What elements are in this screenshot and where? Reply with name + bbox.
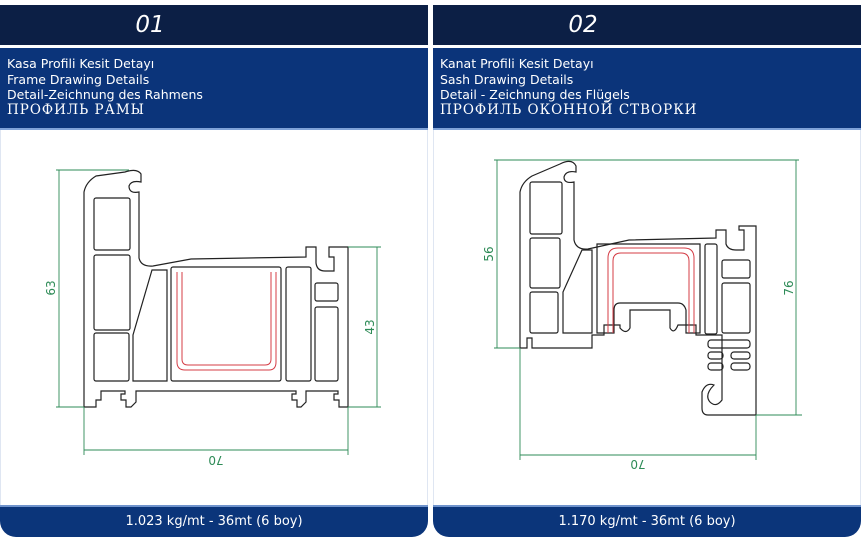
dimension-width: 70: [630, 457, 645, 471]
panel-number: 01: [135, 12, 165, 38]
title-en: Frame Drawing Details: [7, 71, 150, 87]
dimension-height: 56: [482, 246, 496, 261]
title-de: Detail - Zeichnung des Flügels: [440, 87, 630, 102]
number-bar: [0, 5, 428, 45]
title-en: Sash Drawing Details: [440, 71, 574, 87]
title-tr: Kasa Profili Kesit Detayı: [7, 56, 155, 71]
title-ru: ПРОФИЛЬ ОКОННОЙ СТВОРКИ: [440, 101, 698, 118]
frame-drawing: 63 43 70: [0, 130, 428, 505]
dimension-total-height: 76: [782, 280, 796, 295]
title-ru: ПРОФИЛЬ РАМЫ: [7, 101, 145, 118]
title-de: Detail-Zeichnung des Rahmens: [7, 87, 203, 102]
weight-footer: 1.170 kg/mt - 36mt (6 boy): [433, 505, 861, 537]
frame-profile-drawing: 63 43 70: [44, 169, 381, 467]
frame-profile-panel: 01 Kasa Profili Kesit Detayı Frame Drawi…: [0, 0, 428, 540]
dimension-inner-height: 43: [363, 319, 377, 334]
dimension-width: 70: [208, 453, 223, 467]
sash-profile-outline: [519, 160, 757, 416]
sash-profile-panel: 02 Kanat Profili Kesit Detayı Sash Drawi…: [433, 0, 861, 540]
sash-profile-drawing: 56 76 70: [482, 159, 802, 471]
title-tr: Kanat Profili Kesit Detayı: [440, 56, 594, 71]
panel-header: Kanat Profili Kesit Detayı Sash Drawing …: [433, 48, 861, 130]
dimension-lines: [56, 169, 381, 455]
panel-header: Kasa Profili Kesit Detayı Frame Drawing …: [0, 48, 428, 130]
dimension-height: 63: [44, 280, 58, 295]
panel-number: 02: [568, 12, 598, 38]
frame-profile-outline: [83, 169, 349, 408]
dimension-lines: [494, 159, 802, 460]
reinforcement-steel: [176, 272, 277, 371]
reinforcement-steel: [607, 247, 695, 333]
weight-footer: 1.023 kg/mt - 36mt (6 boy): [0, 505, 428, 537]
number-bar: [433, 5, 861, 45]
sash-drawing: 56 76 70: [433, 130, 861, 505]
